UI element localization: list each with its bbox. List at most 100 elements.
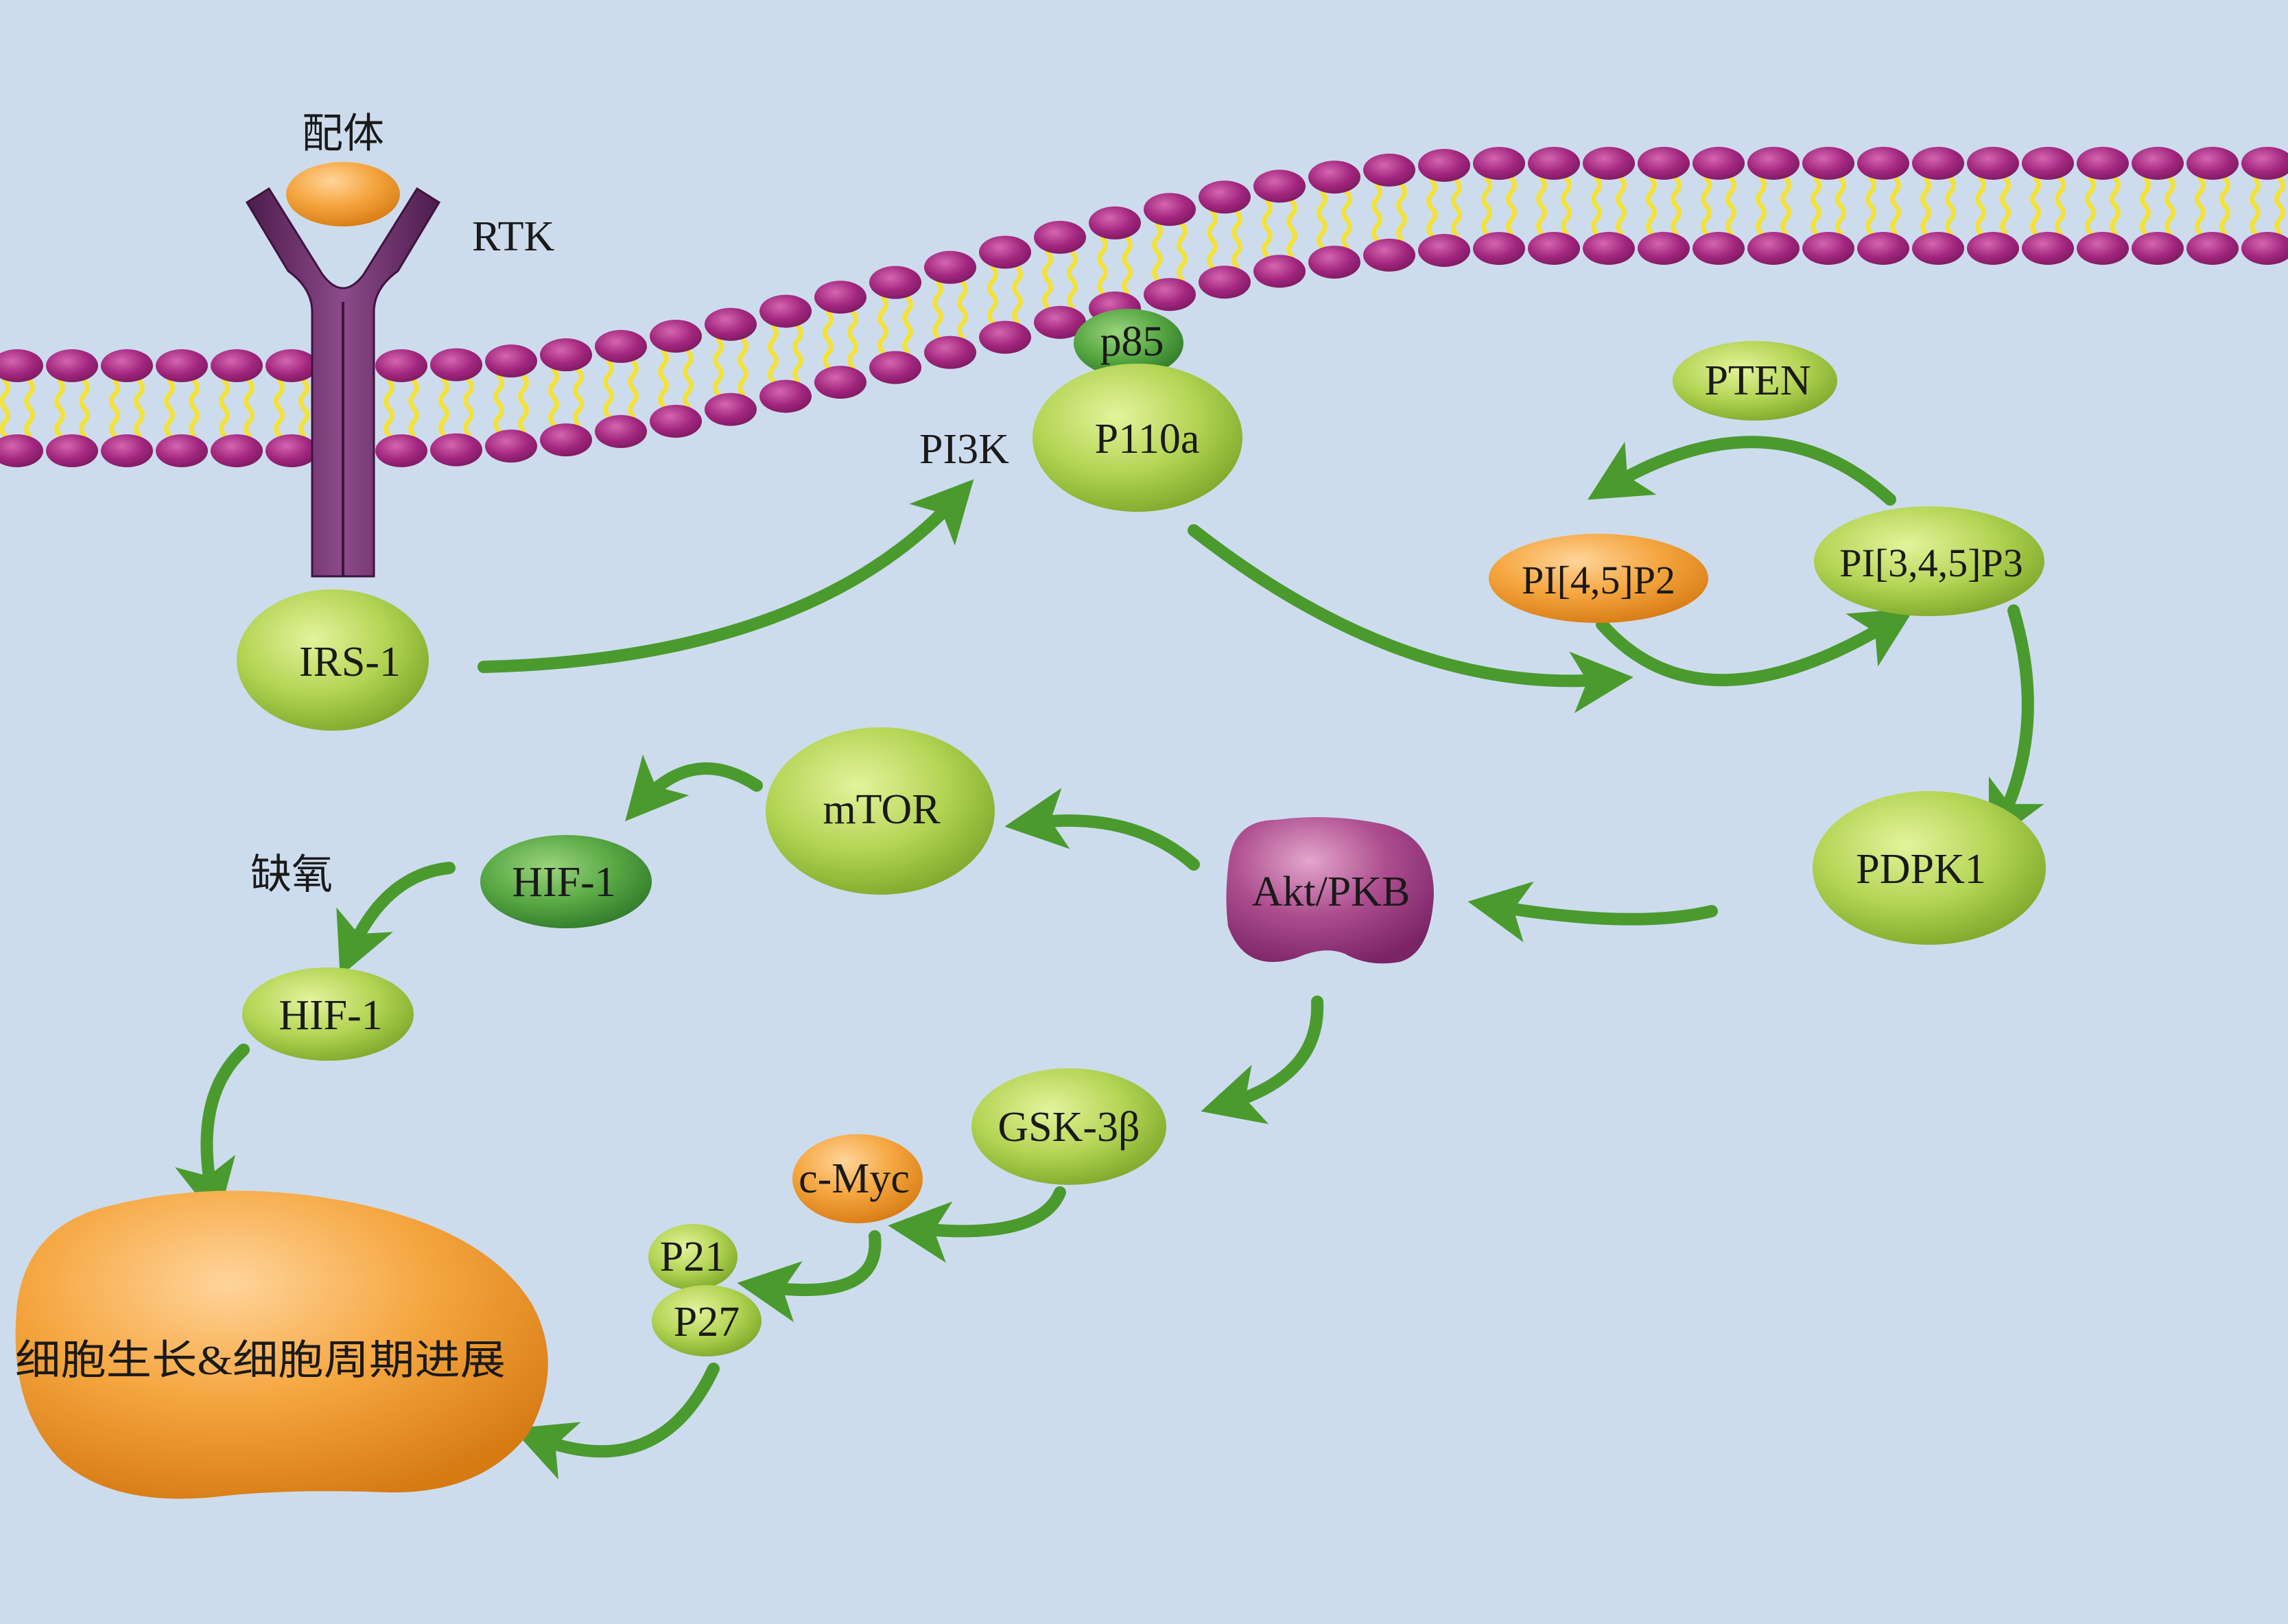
arrow-pip2-to-pip3 (1596, 608, 1915, 687)
lipid-head (869, 351, 921, 384)
hif1-lower-label: HIF-1 (279, 992, 383, 1039)
lipid-tail (384, 378, 394, 438)
lipid-tail (548, 367, 559, 427)
lipid-tail (0, 378, 10, 438)
lipid-head (1253, 169, 1306, 203)
lipid-tail (1780, 176, 1791, 236)
lipid-head (2241, 147, 2288, 180)
arrow-gsk3b-to-cmyc (888, 1186, 1066, 1263)
lipid-tail (1177, 222, 1188, 282)
lipid-head (814, 281, 866, 314)
ligand-shape (286, 162, 400, 226)
lipid-head (1693, 147, 1745, 180)
lipid-head (1747, 147, 1800, 180)
lipid-head (101, 434, 153, 467)
arrow-akt-to-gsk3b (1201, 996, 1324, 1125)
lipid-head (759, 294, 812, 328)
lipid-tail (1371, 183, 1382, 243)
lipid-head (979, 320, 1031, 354)
lipid-tail (1725, 176, 1736, 236)
mtor-label: mTOR (823, 786, 941, 833)
lipid-tail (1231, 209, 1242, 270)
p110a-node (1033, 364, 1242, 512)
lipid-tail (1341, 189, 1352, 250)
lipid-tail (438, 377, 449, 438)
cmyc-label: c-Myc (799, 1155, 910, 1202)
lipid-tail (408, 378, 419, 438)
lipid-head (1802, 147, 1854, 180)
lipid-tail (1646, 176, 1657, 236)
lipid-head (1034, 305, 1086, 339)
lipid-head (1802, 232, 1854, 265)
lipid-head (869, 266, 921, 299)
lipid-tail (628, 359, 639, 419)
outcome-label: 细胞生长&细胞周期进展 (15, 1338, 506, 1383)
arrow-akt-to-mtor (1004, 788, 1200, 871)
lipid-head (1857, 232, 1909, 265)
lipid-head (430, 433, 482, 467)
lipid-head (979, 235, 1031, 269)
lipid-tail (1561, 176, 1572, 236)
lipid-head (266, 434, 318, 467)
lipid-tail (298, 378, 309, 438)
lipid-tail (109, 378, 120, 438)
lipid-tail (1701, 176, 1712, 236)
lipid-head (375, 434, 427, 467)
akt-node (1226, 817, 1434, 964)
lipid-head (650, 404, 702, 438)
arrow-hif1-to-outcome (175, 1044, 250, 1222)
lipid-head (1693, 232, 1745, 265)
lipid-head (1253, 255, 1306, 288)
gsk3b-node (971, 1068, 1166, 1185)
p27-node (652, 1285, 762, 1356)
lipid-head (1528, 232, 1580, 265)
p27-label: P27 (674, 1299, 740, 1345)
arrow-irs1-to-pi3k (477, 479, 974, 673)
arrow-p110a-to-pip3 (1188, 524, 1634, 714)
lipid-tail (987, 265, 998, 325)
arrow-pdpk1-to-akt (1467, 881, 1718, 943)
lipid-tail (2030, 176, 2041, 236)
lipid-tail (1506, 176, 1517, 236)
lipid-head (2077, 232, 2129, 265)
lipid-tail (493, 373, 504, 434)
lipid-tail (847, 309, 858, 370)
arrow-hypoxia-to-hif1 (336, 862, 456, 977)
lipid-tail (463, 377, 474, 438)
rtk-label: RTK (472, 213, 555, 260)
lipid-head (759, 379, 812, 413)
lipid-tail (1920, 176, 1931, 236)
lipid-head (1473, 232, 1525, 266)
lipid-tail (1756, 176, 1767, 236)
lipid-tail (2140, 176, 2151, 236)
lipid-head (595, 329, 647, 363)
lipid-tail (274, 378, 285, 438)
lipid-head (0, 434, 43, 467)
lipid-tail (2110, 176, 2121, 236)
akt-label: Akt/PKB (1252, 869, 1411, 915)
lipid-tail (603, 359, 614, 419)
lipid-head (1583, 147, 1635, 180)
arrow-p27-to-outcome (512, 1363, 720, 1480)
pip2-label: PI[4,5]P2 (1522, 558, 1675, 602)
lipid-tail (1616, 176, 1627, 236)
arrow-pip3-to-pip2-pten (1588, 436, 1896, 506)
hypoxia-label: 缺氧 (250, 852, 333, 897)
p85-node (1074, 309, 1183, 377)
outcome-node (15, 1190, 548, 1499)
pdpk1-node (1813, 791, 2046, 945)
lipid-head (814, 366, 866, 399)
lipid-head (1418, 233, 1470, 267)
lipid-head (485, 429, 537, 463)
lipid-tail (2085, 176, 2096, 236)
lipid-tail (683, 349, 694, 409)
lipid-head (1912, 232, 1964, 265)
p85-label: p85 (1100, 318, 1164, 365)
lipid-head (1912, 147, 1964, 180)
lipid-tail (932, 280, 943, 340)
p21-label: P21 (660, 1234, 726, 1280)
lipid-tail (244, 378, 255, 438)
lipid-head (540, 338, 592, 372)
lipid-tail (1890, 176, 1901, 236)
